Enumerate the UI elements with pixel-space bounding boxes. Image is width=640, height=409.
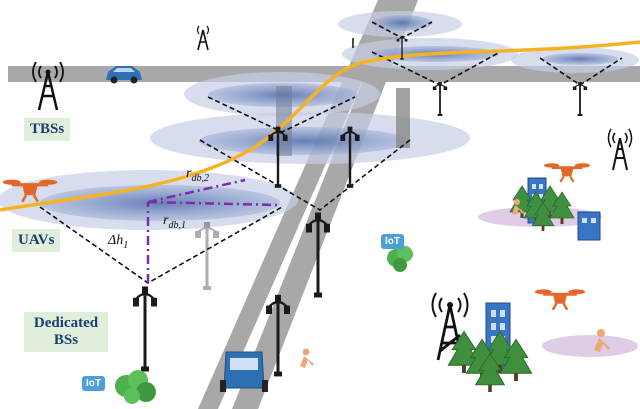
r-db2-sub: db,2 (191, 172, 209, 184)
pedestrian-icon (300, 199, 610, 368)
highway (8, 66, 640, 82)
uav-trajectory (0, 40, 640, 212)
tower-icon (32, 61, 64, 111)
r-db1-sub: db,1 (168, 219, 186, 231)
drone-icon (542, 161, 592, 184)
delta-h-base: Δh (108, 233, 124, 248)
pillar-shadow (276, 86, 292, 156)
drone-icon (533, 287, 587, 312)
delta-h-annotation: Δh1 (108, 233, 128, 251)
car-icon (220, 351, 268, 392)
delta-h-sub: 1 (123, 239, 129, 251)
r-db2-base: r (186, 166, 192, 181)
tower-icon (607, 128, 633, 171)
r-db1-base: r (163, 213, 169, 228)
tower-icon (196, 25, 210, 51)
street-lamp-icon (131, 284, 159, 374)
tbs-label: TBSs (24, 118, 71, 141)
dedicated-bss-label: Dedicated BSs (24, 312, 108, 352)
dedicated-label-line2: BSs (53, 332, 79, 348)
coverage-zone (542, 53, 618, 65)
ghost-lamp-icon (193, 220, 221, 292)
ground-zone (542, 335, 638, 357)
street-lamp-icon (431, 81, 449, 117)
car-icon (106, 66, 142, 84)
pillar (396, 88, 410, 148)
street-lamp-icon (571, 81, 589, 117)
r-db1-annotation: rdb,1 (163, 213, 186, 231)
dedicated-label-line1: Dedicated (33, 315, 99, 331)
bush-icon (115, 246, 413, 404)
coverage-zone (372, 15, 432, 31)
iot-badge: IoT (82, 376, 105, 391)
r-db2-annotation: rdb,2 (186, 166, 209, 184)
radius-lines (146, 178, 279, 283)
iot-badge: IoT (381, 234, 404, 249)
tower-icon (431, 292, 469, 361)
coverage-zone (199, 127, 409, 155)
uavs-label: UAVs (12, 229, 61, 252)
